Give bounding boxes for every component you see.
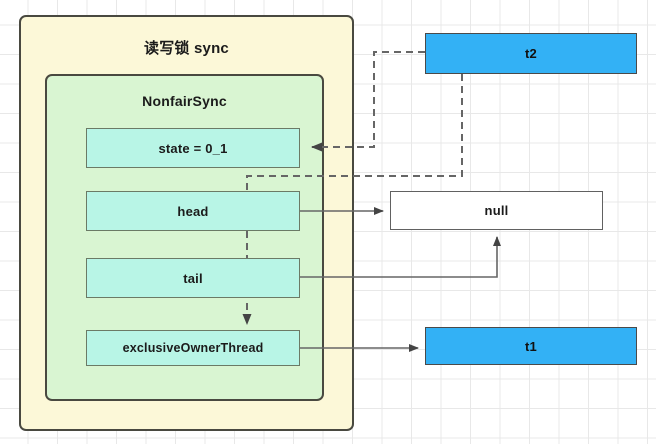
- node-null-label: null: [484, 203, 509, 218]
- field-exclusiveownerthread: exclusiveOwnerThread: [86, 330, 300, 366]
- edge-t2-to-exclusiveownerthread: [242, 74, 463, 325]
- node-t2: t2: [425, 33, 637, 74]
- node-null: null: [390, 191, 603, 230]
- edge-tail-to-null: [300, 236, 501, 278]
- node-t1: t1: [425, 327, 637, 365]
- field-tail-label: tail: [183, 270, 203, 286]
- node-t2-label: t2: [525, 46, 537, 61]
- field-head-label: head: [177, 203, 209, 219]
- field-tail: tail: [86, 258, 300, 298]
- field-state: state = 0_1: [86, 128, 300, 168]
- container-sync-title: 读写锁 sync: [144, 40, 229, 57]
- field-state-label: state = 0_1: [158, 140, 228, 156]
- edge-t2-to-state: [311, 51, 425, 152]
- container-nonfairsync-title: NonfairSync: [142, 93, 227, 109]
- field-exclusiveownerthread-label: exclusiveOwnerThread: [122, 341, 264, 355]
- field-head: head: [86, 191, 300, 231]
- node-t1-label: t1: [525, 338, 537, 354]
